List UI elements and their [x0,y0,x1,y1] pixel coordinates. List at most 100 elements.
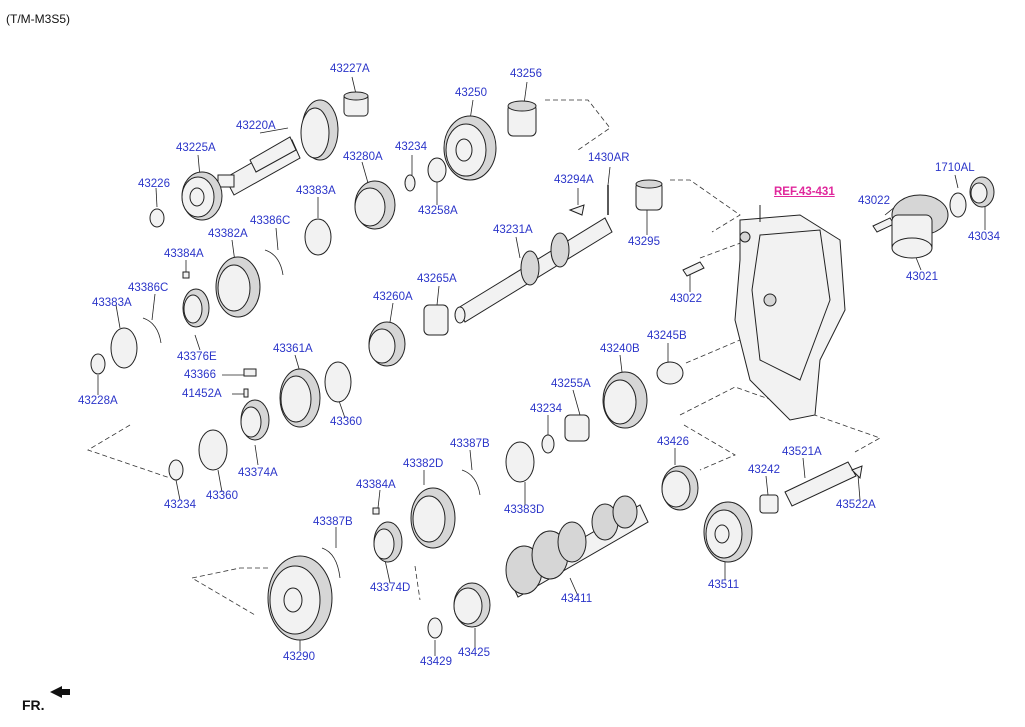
part-label-41452A[interactable]: 41452A [182,388,222,400]
part-label-43255A[interactable]: 43255A [551,378,591,390]
part-label-43411[interactable]: 43411 [561,593,593,605]
part-43387B-spring [461,469,481,496]
part-43294A-key [568,204,585,216]
part-label-43383D[interactable]: 43383D [504,504,545,516]
part-43295-bearing [635,179,663,211]
part-label-43265A[interactable]: 43265A [417,273,457,285]
part-1710AL-oil-seal [949,192,967,218]
part-43231A-output-shaft [454,217,613,324]
part-label-43426[interactable]: 43426 [657,436,689,448]
front-direction-arrow-icon [50,686,70,698]
part-43256-bearing [507,100,537,137]
part-label-1430AR[interactable]: 1430AR [588,152,630,164]
part-label-43511[interactable]: 43511 [708,579,740,591]
part-label-43361A[interactable]: 43361A [273,343,313,355]
part-label-43234[interactable]: 43234 [164,499,196,511]
part-43226-snap-ring [149,208,165,228]
part-label-43290[interactable]: 43290 [283,651,315,663]
part-label-43384A[interactable]: 43384A [164,248,204,260]
part-label-43383A[interactable]: 43383A [92,297,132,309]
part-43383A-sync-ring [110,327,138,369]
part-label-43387B[interactable]: 43387B [450,438,490,450]
part-label-1710AL[interactable]: 1710AL [935,162,975,174]
part-43022-bolt [872,217,895,233]
leader-dashed [683,424,736,471]
part-label-43374A[interactable]: 43374A [238,467,278,479]
part-label-43294A[interactable]: 43294A [554,174,594,186]
part-43220A-input-shaft [217,99,339,196]
part-label-43386C[interactable]: 43386C [128,282,169,294]
part-43245B-washer [656,361,684,385]
part-label-43021[interactable]: 43021 [906,271,938,283]
part-label-43022[interactable]: 43022 [670,293,702,305]
part-label-43034[interactable]: 43034 [968,231,1000,243]
part-43290-gear [267,555,333,641]
part-43360-sync-ring [198,429,228,471]
part-label-43521A[interactable]: 43521A [782,446,822,458]
part-label-43374D[interactable]: 43374D [370,582,411,594]
part-43384A-key [182,271,190,279]
part-label-43227A[interactable]: 43227A [330,63,370,75]
part-label-43384A[interactable]: 43384A [356,479,396,491]
part-label-43234[interactable]: 43234 [530,403,562,415]
part-label-43360[interactable]: 43360 [330,416,362,428]
part-label-43383A[interactable]: 43383A [296,185,336,197]
part-43280A-gear [354,180,396,230]
part-43387B-spring [321,547,341,579]
part-label-43522A[interactable]: 43522A [836,499,876,511]
part-label-43280A[interactable]: 43280A [343,151,383,163]
part-43021-extension-housing [891,194,949,259]
part-43361A-sleeve [279,368,321,428]
part-label-43234[interactable]: 43234 [395,141,427,153]
part-label-43382A[interactable]: 43382A [208,228,248,240]
part-43366-key [243,368,257,377]
part-43265A-bearing [423,304,449,336]
part-label-43376E[interactable]: 43376E [177,351,217,363]
part-label-43429[interactable]: 43429 [420,656,452,668]
part-43374A-hub [240,399,270,441]
part-label-43228A[interactable]: 43228A [78,395,118,407]
part-43242-bearing [759,494,779,514]
part-label-43382D[interactable]: 43382D [403,458,444,470]
leader-dashed [190,567,268,616]
part-label-43250[interactable]: 43250 [455,87,487,99]
part-label-43225A[interactable]: 43225A [176,142,216,154]
part-label-43366[interactable]: 43366 [184,369,216,381]
part-label-43425[interactable]: 43425 [458,647,490,659]
front-indicator-label: FR. [22,697,45,713]
part-label-43242[interactable]: 43242 [748,464,780,476]
part-label-43231A[interactable]: 43231A [493,224,533,236]
leader-dashed [414,565,421,601]
leader-dashed [87,424,171,479]
part-label-43240B[interactable]: 43240B [600,343,640,355]
part-label-43245B[interactable]: 43245B [647,330,687,342]
part-43260A-gear [368,321,406,367]
ref-43-431-link[interactable]: REF.43-431 [774,186,835,198]
part-label-43022[interactable]: 43022 [858,195,890,207]
part-43234-snap-ring [404,174,416,192]
part-43225A-bearing [181,171,223,221]
part-label-43360[interactable]: 43360 [206,490,238,502]
label-leaders [97,76,986,656]
part-43022-bolt [682,261,705,277]
part-43382D-sleeve [410,487,456,549]
part-43511-reverse-gear [703,501,753,563]
part-label-43295[interactable]: 43295 [628,236,660,248]
model-code-title: (T/M-M3S5) [6,12,70,26]
leader-dashed [545,99,611,151]
part-label-43387B[interactable]: 43387B [313,516,353,528]
part-label-43226[interactable]: 43226 [138,178,170,190]
part-label-43220A[interactable]: 43220A [236,120,276,132]
part-label-43260A[interactable]: 43260A [373,291,413,303]
part-label-43256[interactable]: 43256 [510,68,542,80]
part-43384A-key [372,507,380,515]
part-43240B-gear [602,371,648,429]
part-43386C-spring [264,249,284,276]
part-43386C-spring [142,317,162,344]
part-label-43386C[interactable]: 43386C [250,215,291,227]
part-41452A-pin [243,388,249,398]
part-43234-snap-ring [541,434,555,454]
part-label-43258A[interactable]: 43258A [418,205,458,217]
part-43376E-hub [182,288,210,328]
